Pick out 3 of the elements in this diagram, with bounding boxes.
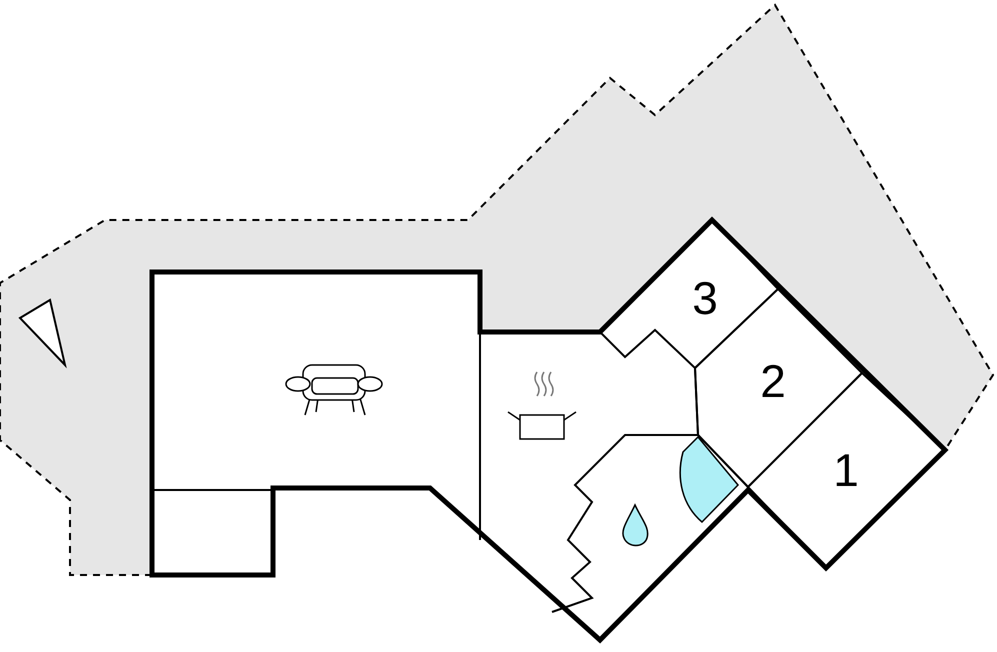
room-number: 3 xyxy=(692,275,718,321)
room-number: 1 xyxy=(833,447,859,493)
room-number: 2 xyxy=(760,358,786,404)
